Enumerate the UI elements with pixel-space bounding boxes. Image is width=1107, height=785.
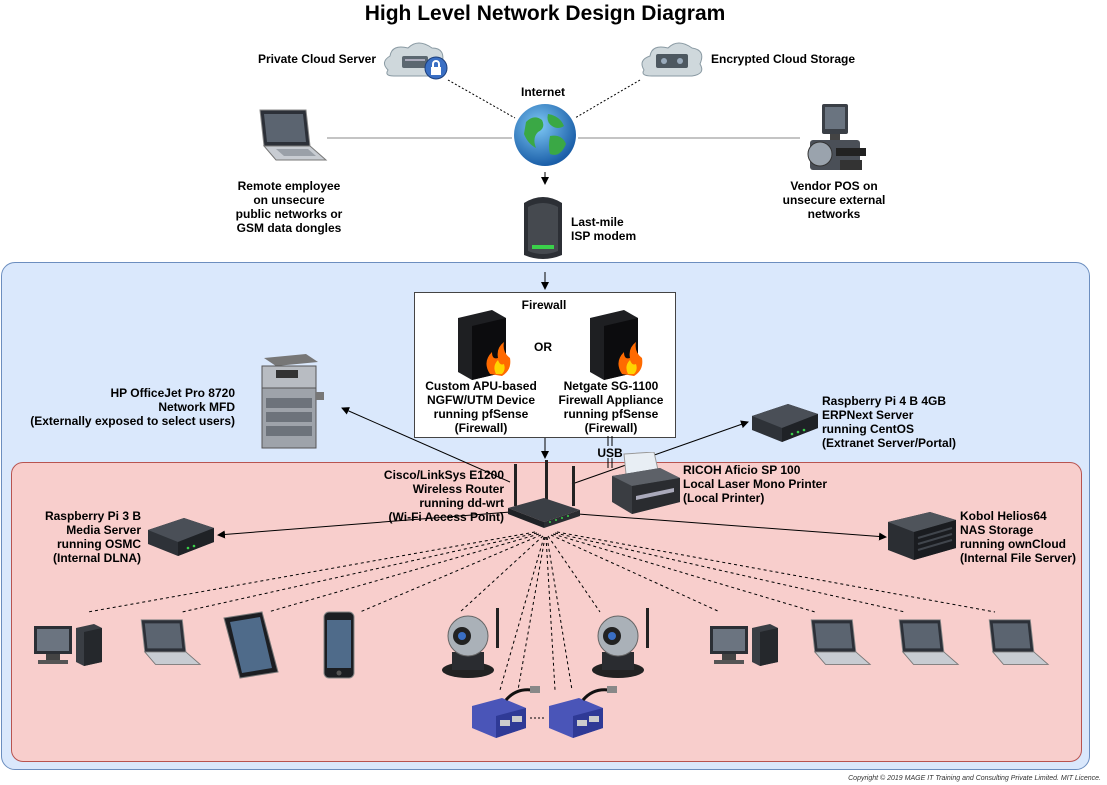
- router-to-nas: [577, 513, 887, 541]
- isp-modem-icon: [524, 197, 562, 259]
- laptop-icon: [140, 619, 202, 665]
- mfd-label: HP OfficeJet Pro 8720 Network MFD (Exter…: [30, 386, 235, 428]
- wireless-links: [87, 531, 996, 691]
- local-printer-icon: [612, 452, 680, 514]
- firewall-netgate-icon: [590, 310, 643, 380]
- internet-globe-icon: [514, 104, 576, 166]
- cloud-storage-link: [574, 79, 641, 119]
- nas-storage-icon: [888, 512, 956, 560]
- usb-hub-icon: [472, 686, 540, 738]
- wireless-router-icon: [508, 460, 580, 528]
- ip-camera-icon-2: [592, 608, 649, 678]
- firewall-or-label: OR: [534, 340, 552, 354]
- vendor-pos-label: Vendor POS on unsecure external networks: [782, 179, 886, 221]
- tablet-icon: [223, 611, 279, 679]
- router-to-media: [217, 511, 511, 539]
- remote-employee-label: Remote employee on unsecure public netwo…: [235, 179, 343, 235]
- media-server-icon: [148, 518, 214, 556]
- desktop-pc-icon: [34, 624, 102, 666]
- router-to-erp: [571, 420, 749, 485]
- smartphone-icon: [323, 611, 355, 679]
- vendor-pos-icon: [807, 104, 866, 170]
- private-cloud-label: Private Cloud Server: [257, 52, 376, 66]
- private-cloud-server-icon: [384, 42, 448, 80]
- erp-server-icon: [752, 404, 818, 442]
- isp-modem-label: Last-mile ISP modem: [571, 215, 637, 243]
- remote-laptop-icon: [259, 109, 328, 161]
- diagram-title: High Level Network Design Diagram: [364, 2, 726, 25]
- usb-hub-icon-2: [549, 686, 617, 738]
- laptop-icon-2: [810, 619, 872, 665]
- laptop-icon-4: [988, 619, 1050, 665]
- firewall-apu-icon: [458, 310, 511, 380]
- firewall-option-b-label: Netgate SG-1100 Firewall Appliance runni…: [558, 379, 664, 435]
- router-label: Cisco/LinkSys E1200 Wireless Router runn…: [383, 468, 504, 524]
- encrypted-cloud-storage-icon: [641, 42, 703, 77]
- cloud-server-link: [447, 79, 516, 119]
- network-mfd-icon: [261, 354, 324, 449]
- copyright-notice: Copyright © 2019 MAGE IT Training and Co…: [848, 775, 1101, 782]
- laptop-icon-3: [898, 619, 960, 665]
- ip-camera-icon: [442, 608, 499, 678]
- router-to-mfd: [341, 407, 511, 483]
- media-server-label: Raspberry Pi 3 B Media Server running OS…: [44, 509, 141, 565]
- encrypted-storage-label: Encrypted Cloud Storage: [711, 52, 856, 66]
- firewall-title: Firewall: [521, 298, 567, 312]
- erp-server-label: Raspberry Pi 4 B 4GB ERPNext Server runn…: [822, 394, 957, 450]
- desktop-pc-icon-2: [710, 624, 778, 666]
- internet-label: Internet: [520, 85, 565, 99]
- usb-label: USB: [597, 446, 623, 460]
- nas-label: Kobol Helios64 NAS Storage running ownCl…: [960, 509, 1077, 565]
- firewall-option-a-label: Custom APU-based NGFW/UTM Device running…: [425, 379, 537, 435]
- printer-label: RICOH Aficio SP 100 Local Laser Mono Pri…: [683, 463, 828, 505]
